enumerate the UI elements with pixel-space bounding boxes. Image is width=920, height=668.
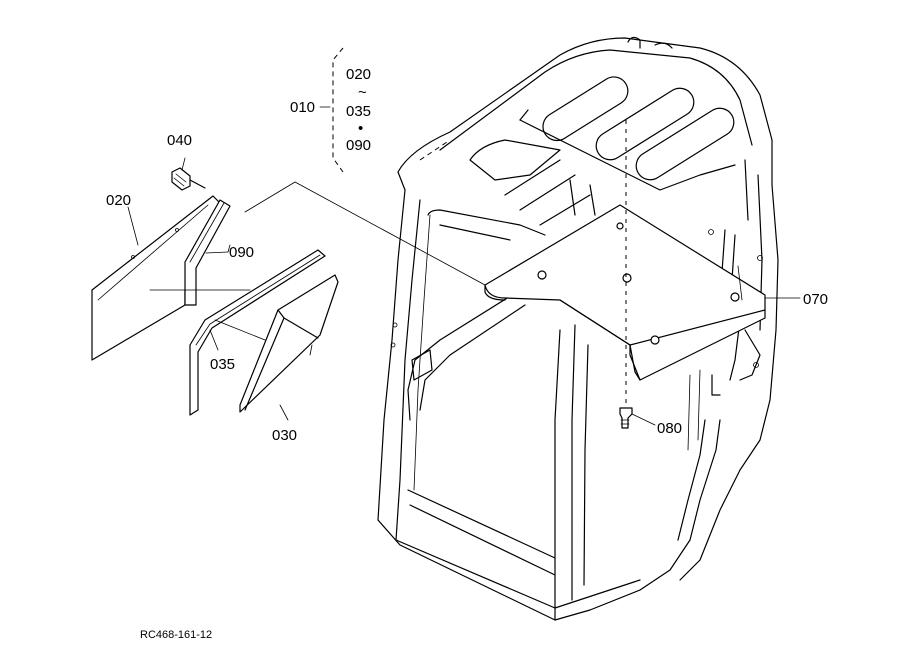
label-035-range: 035 [346,103,371,120]
label-tilde: ~ [358,84,367,101]
label-035: 035 [210,356,235,373]
label-010: 010 [290,99,315,116]
label-090: 090 [229,244,254,261]
cabin-frame [377,36,779,621]
label-030: 030 [272,427,297,444]
label-090-range: 090 [346,137,371,154]
label-080: 080 [657,420,682,437]
seal-strip-090 [184,199,231,306]
label-bullet: • [358,120,363,137]
label-020-range: 020 [346,66,371,83]
glass-030 [239,274,339,413]
leader-lines [127,47,801,426]
label-040: 040 [167,132,192,149]
bracket-plate-070 [484,204,766,381]
label-070: 070 [803,291,828,308]
part-labels: 010 020 ~ 035 • 090 040 020 090 035 030 … [106,66,828,641]
bolt-040 [171,167,206,191]
drawing-code: RC468-161-12 [140,629,212,641]
gasket-035 [189,249,326,416]
label-020: 020 [106,192,131,209]
bolt-080 [619,120,633,429]
